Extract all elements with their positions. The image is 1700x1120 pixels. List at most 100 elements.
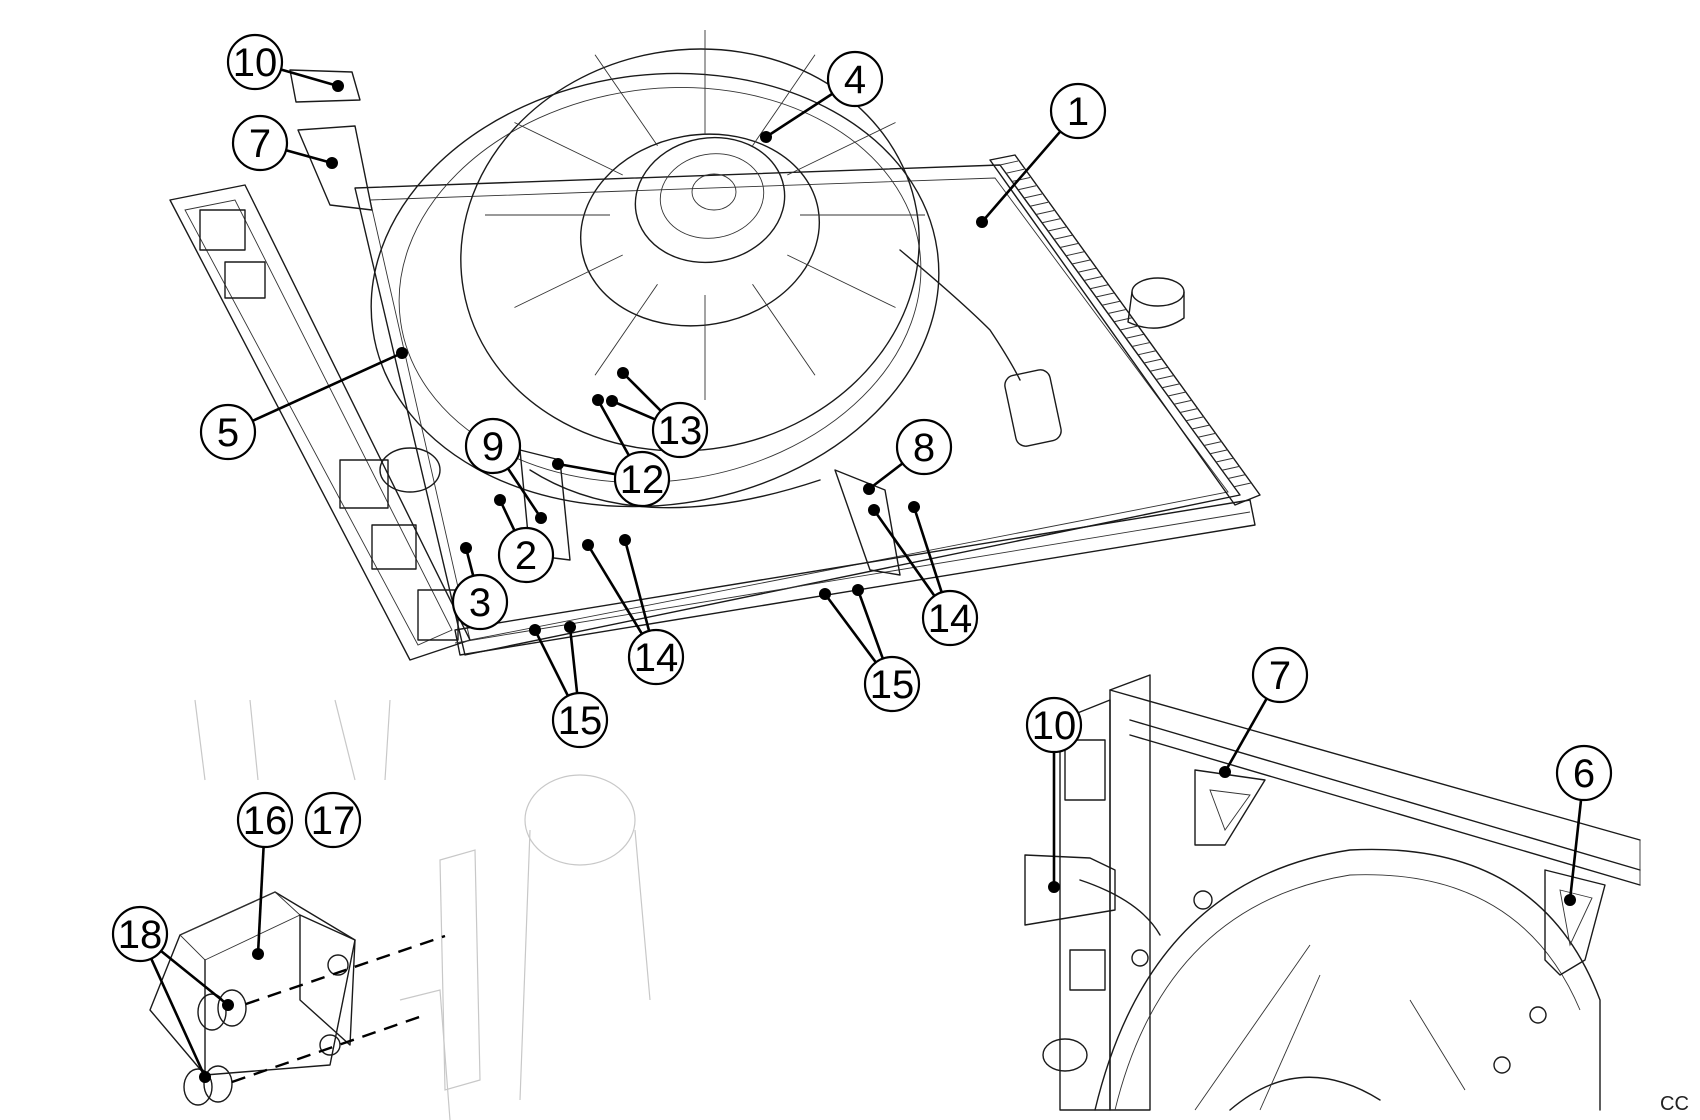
leader-line-4 [765,92,834,139]
radiator-fin [1119,325,1139,331]
callout-circle [551,691,609,749]
callout-circle [1555,744,1613,802]
leader-dot-12 [552,458,564,470]
fan-blade [787,254,896,308]
leader-dot-4 [760,131,772,143]
leader-dot-9 [535,512,547,524]
radiator-fin [1047,226,1067,232]
callout-2: 2 [497,526,555,584]
radiator-fin [1131,342,1151,347]
leader-dot-13 [606,395,618,407]
callout-circle [111,905,169,963]
fan-blade [787,122,896,176]
callout-number: 7 [1269,654,1291,698]
callout-circle [627,628,685,686]
leader-dot-16 [252,948,264,960]
leader-dot-14 [868,504,880,516]
fan-blade [752,54,816,146]
radiator-fin [1233,482,1253,488]
radiator-fin [1203,441,1223,446]
leader-dot-6 [1564,894,1576,906]
callout-9: 9 [464,417,522,475]
diagram-code: CC [1660,1093,1689,1115]
callout-circle [236,791,294,849]
callout-number: 2 [515,534,537,578]
radiator-fin [1041,218,1061,224]
leader-dot-10 [332,80,344,92]
leader-dot-7 [326,157,338,169]
bracket-detail-inset [149,699,651,1120]
callout-number: 18 [118,913,163,957]
leader-dot-18 [222,999,234,1011]
leader-line-14 [623,539,651,632]
leader-dot-15 [819,588,831,600]
radiator-fin [999,160,1019,166]
radiator-fin [1101,300,1121,306]
leader-line-12 [596,399,630,457]
callout-circle [497,526,555,584]
leader-dot-1 [976,216,988,228]
callout-number: 14 [634,636,679,680]
callout-18: 18 [111,905,169,963]
radiator-fin [1023,193,1043,199]
leader-dot-14 [582,539,594,551]
leader-dot-2 [494,494,506,506]
radiator-fin [1137,350,1157,356]
radiator-fin [1113,317,1133,323]
leader-line-6 [1568,799,1583,901]
callout-7: 7 [231,114,289,172]
leader-line-7 [1223,697,1268,773]
radiator-fin [1161,383,1181,389]
callout-17: 17 [304,791,362,849]
callout-circle [651,401,709,459]
leader-line-1 [981,130,1062,223]
leader-line-8 [868,462,904,491]
callout-number: 10 [1032,704,1077,748]
leader-dot-14 [908,501,920,513]
callout-circle [1049,82,1107,140]
leader-line-13 [611,399,656,421]
leader-line-7 [285,148,333,165]
callout-circle [464,417,522,475]
callout-number: 16 [243,799,288,843]
radiator-fin [1191,424,1211,430]
radiator-fin [1197,432,1217,438]
radiator-fin [1053,234,1073,240]
callout-number: 15 [870,663,915,707]
radiator-fin [1035,210,1055,215]
callout-circle [231,114,289,172]
callout-number: 4 [844,58,866,102]
radiator-fin [1167,391,1187,397]
callout-15: 15 [551,691,609,749]
radiator-fin [1005,168,1025,174]
callout-4: 4 [826,50,884,108]
callout-12: 12 [613,450,671,508]
radiator-fin [1149,366,1169,372]
callout-number: 7 [249,122,271,166]
radiator-fin [1221,465,1241,471]
callout-circle [226,33,284,91]
leader-line-15 [823,593,877,664]
callout-10: 10 [226,33,284,91]
radiator-fin [1095,292,1115,298]
callout-number: 5 [217,411,239,455]
radiator-fins [999,160,1253,488]
fan-blade [514,122,623,176]
callout-15: 15 [863,655,921,713]
fan-blade [594,284,658,376]
callout-circle [863,655,921,713]
radiator-fin [1065,251,1085,257]
callout-number: 14 [928,597,973,641]
radiator-fin [1089,284,1109,290]
radiator-fin [1209,449,1229,455]
radiator-fin [1059,243,1079,248]
radiator-fin [1155,375,1175,380]
callout-14: 14 [627,628,685,686]
callout-circle [1025,696,1083,754]
leader-dot-8 [863,483,875,495]
callout-number: 6 [1573,752,1595,796]
callout-3: 3 [451,573,509,631]
callout-number: 8 [913,426,935,470]
